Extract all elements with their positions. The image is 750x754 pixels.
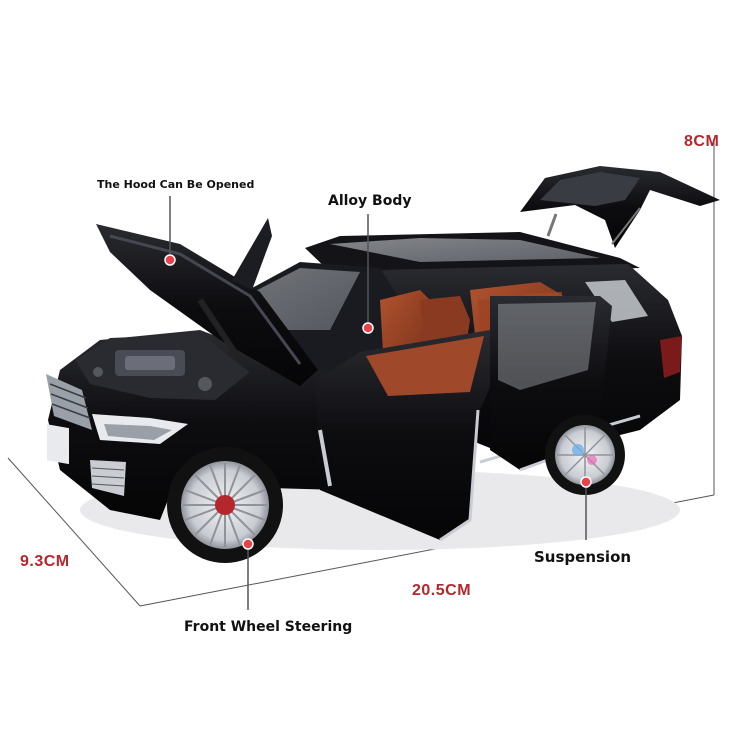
width-label: 9.3CM bbox=[20, 553, 70, 570]
length-label: 20.5CM bbox=[412, 582, 472, 599]
suspension-dot bbox=[580, 476, 592, 488]
width-line bbox=[7, 457, 141, 607]
steering-callout: Front Wheel Steering bbox=[184, 619, 353, 635]
height-label: 8CM bbox=[684, 133, 720, 150]
suspension-callout: Suspension bbox=[534, 548, 632, 566]
steering-dot bbox=[242, 538, 254, 550]
body-dot bbox=[362, 322, 374, 334]
body-callout: Alloy Body bbox=[328, 193, 412, 209]
hood-dot bbox=[164, 254, 176, 266]
open-hood bbox=[96, 224, 318, 386]
hood-callout: The Hood Can Be Opened bbox=[97, 178, 255, 191]
rear-wheel bbox=[545, 415, 625, 495]
front-wheel bbox=[167, 447, 283, 563]
front-doors bbox=[232, 218, 514, 542]
callout-markers bbox=[169, 196, 587, 610]
rear-hatch bbox=[520, 166, 720, 248]
